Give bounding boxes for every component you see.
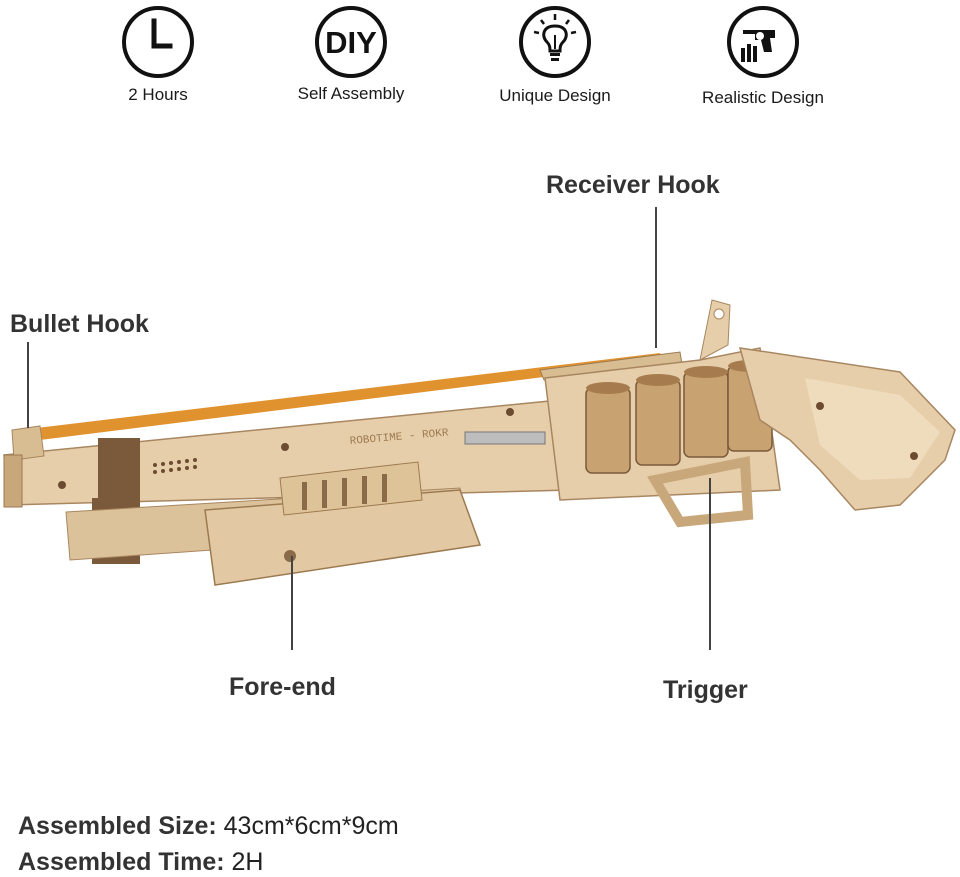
spec-size-value: 43cm*6cm*9cm — [223, 812, 399, 840]
spec-time-label: Assembled Time: — [18, 848, 225, 876]
barrel-band — [98, 438, 140, 498]
trigger-guard — [647, 455, 754, 528]
spec-size-label: Assembled Size: — [18, 812, 217, 840]
callout-receiver-hook: Receiver Hook — [546, 171, 720, 199]
feature-unique-design: Unique Design — [480, 4, 630, 106]
feature-label: 2 Hours — [128, 85, 188, 104]
receiver-hook-part — [699, 299, 731, 361]
rubber-band — [20, 353, 664, 442]
revolver-icon — [727, 6, 799, 78]
spec-assembled-size: Assembled Size: 43cm*6cm*9cm — [18, 812, 399, 841]
clock-icon — [122, 6, 194, 78]
spec-time-value: 2H — [231, 848, 264, 876]
diy-icon: DIY — [315, 6, 387, 78]
callout-trigger: Trigger — [663, 676, 748, 704]
diy-icon-text: DIY — [325, 25, 377, 60]
feature-self-assembly: DIY Self Assembly — [276, 4, 426, 104]
feature-label: Realistic Design — [702, 88, 824, 107]
lightbulb-icon — [519, 6, 591, 78]
feature-label: Self Assembly — [297, 84, 405, 103]
callout-fore-end: Fore-end — [229, 673, 336, 701]
feature-2-hours: 2 Hours — [83, 4, 233, 105]
feature-label: Unique Design — [499, 86, 611, 105]
callout-bullet-hook: Bullet Hook — [10, 310, 149, 338]
spec-assembled-time: Assembled Time: 2H — [18, 848, 263, 877]
feature-realistic-design: Realistic Design — [688, 4, 838, 108]
shotgun-model-illustration: ROBOTIME - ROKR — [3, 207, 956, 650]
